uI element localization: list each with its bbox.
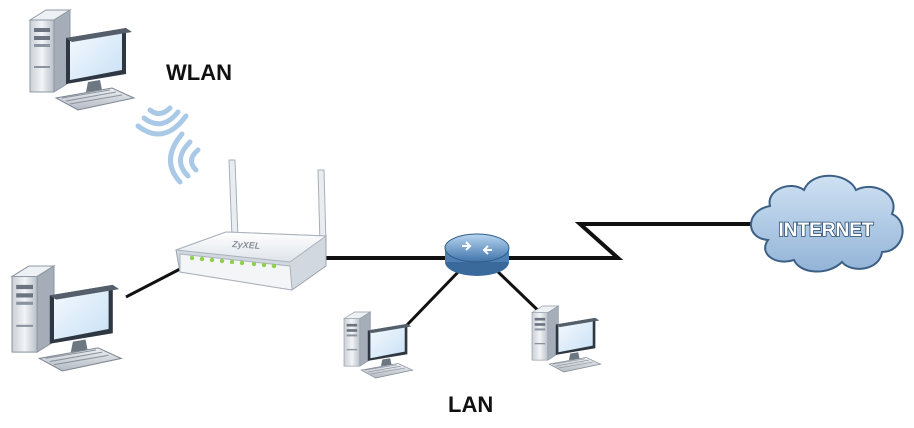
wlan-label: WLAN: [166, 60, 232, 85]
wireless-computer-icon: [29, 9, 135, 111]
cable-hub-to-lan-pc-left: [404, 266, 464, 328]
cable-hub-to-internet: [506, 222, 762, 260]
wifi-signal-icon: [135, 105, 201, 185]
router-brand-label: ZyXEL: [231, 239, 261, 251]
wireless-router-icon: ZyXEL: [175, 159, 328, 291]
wired-computer-icon: [11, 265, 122, 372]
lan-computer-left-icon: [343, 311, 413, 379]
internet-cloud-icon: INTERNET: [750, 174, 904, 273]
lan-computer-right-icon: [531, 305, 601, 373]
cable-wired-pc-to-router: [125, 266, 183, 299]
internet-label: INTERNET: [779, 220, 874, 241]
lan-label: LAN: [448, 392, 493, 417]
network-hub-icon: [444, 233, 510, 276]
router-status-leds: [189, 255, 277, 269]
